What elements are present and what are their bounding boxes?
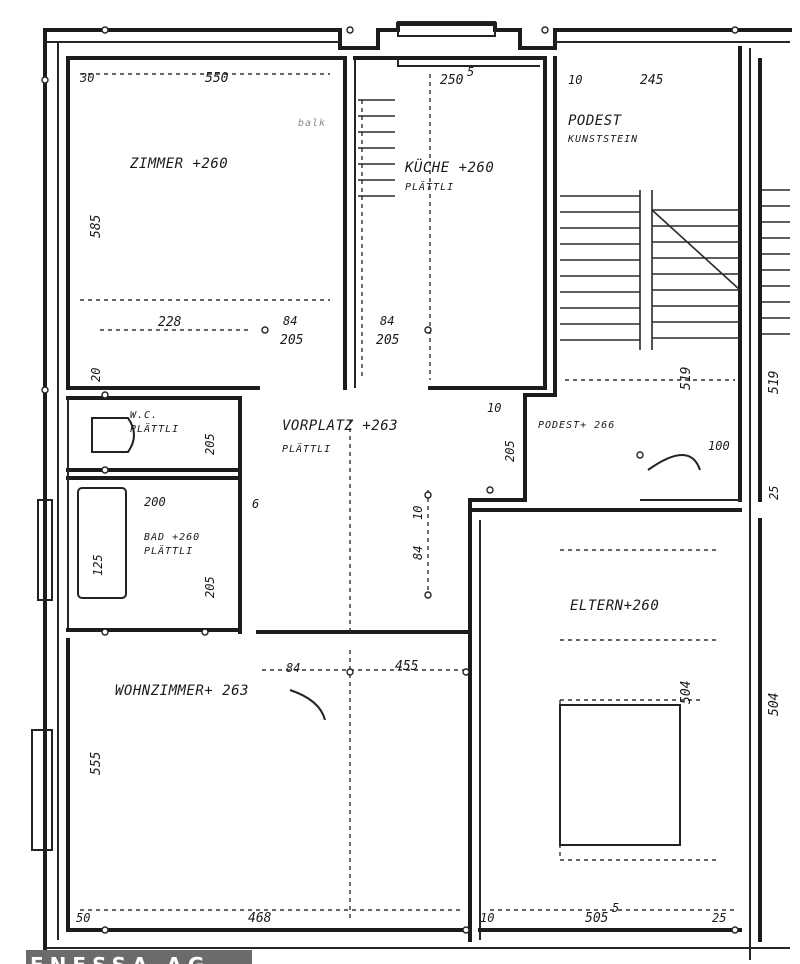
room-eltern: ELTERN+260 xyxy=(570,598,659,614)
room-wc: W.C. xyxy=(130,410,158,421)
dim-519-a: 519 xyxy=(679,367,694,390)
room-vorplatz: VORPLATZ +263 xyxy=(282,418,398,434)
annotation-balk: balk xyxy=(298,118,326,129)
dim-84-b: 84 xyxy=(380,314,394,328)
window-left-2 xyxy=(31,729,53,851)
room-labels: ZIMMER +260 KÜCHE +260 PLÄTTLI PODEST KU… xyxy=(115,113,659,699)
dim-455: 455 xyxy=(395,659,419,674)
room-zimmer: ZIMMER +260 xyxy=(129,156,228,172)
floor-podest-top: KUNSTSTEIN xyxy=(567,134,638,145)
bed xyxy=(559,704,681,846)
room-bad: BAD +260 xyxy=(144,532,200,543)
dim-205-b: 205 xyxy=(376,333,400,348)
window-left-1 xyxy=(37,499,53,601)
fixtures xyxy=(31,21,701,851)
dim-245: 245 xyxy=(640,73,664,88)
floor-vorplatz: PLÄTTLI xyxy=(282,442,331,455)
dimension-labels: 30 550 250 5 10 245 585 228 84 205 84 20… xyxy=(76,65,782,926)
dim-205-d: 205 xyxy=(203,433,217,455)
room-wohnzimmer: WOHNZIMMER+ 263 xyxy=(115,683,249,699)
dim-200: 200 xyxy=(144,495,166,509)
dashed-lines xyxy=(80,73,735,920)
dim-555: 555 xyxy=(89,751,104,775)
dim-228: 228 xyxy=(158,315,182,330)
walls xyxy=(43,22,792,960)
stamp-text: ENESSA AG xyxy=(30,953,210,964)
window-top xyxy=(397,21,496,37)
dim-505: 505 xyxy=(585,911,609,926)
dim-585: 585 xyxy=(89,214,104,238)
dim-20: 20 xyxy=(89,368,103,382)
dim-25: 25 xyxy=(712,911,726,925)
dim-84-d: 84 xyxy=(286,661,300,675)
dim-10-top: 10 xyxy=(568,73,582,87)
dim-84-c: 84 xyxy=(411,546,425,560)
staircase xyxy=(358,99,790,350)
dim-84-a: 84 xyxy=(283,314,297,328)
dim-205-a: 205 xyxy=(280,333,304,348)
room-podest-top: PODEST xyxy=(568,113,623,129)
door-swing-podest xyxy=(647,454,701,471)
dim-519-b: 519 xyxy=(767,371,782,394)
floor-kueche: PLÄTTLI xyxy=(405,180,454,193)
dim-250-sup: 5 xyxy=(467,65,474,79)
dim-25-right: 25 xyxy=(767,486,781,500)
dim-550: 550 xyxy=(205,71,229,86)
dim-205-c: 205 xyxy=(503,440,517,462)
dim-504-a: 504 xyxy=(679,681,694,704)
floor-bad: PLÄTTLI xyxy=(144,544,193,557)
dim-468: 468 xyxy=(248,911,272,926)
dim-10-mid: 10 xyxy=(487,401,501,415)
dim-30-top: 30 xyxy=(79,71,94,85)
dim-504-b: 504 xyxy=(767,693,782,716)
dim-50: 50 xyxy=(76,911,90,925)
door-swing-wohn xyxy=(289,689,326,721)
dim-250: 250 xyxy=(440,73,464,88)
dim-100: 100 xyxy=(708,439,730,453)
floor-wc: PLÄTTLI xyxy=(130,422,179,435)
room-podest-mid: PODEST+ 266 xyxy=(538,420,615,431)
dim-505-sup: 5 xyxy=(612,901,619,915)
toilet xyxy=(91,417,135,453)
room-kueche: KÜCHE +260 xyxy=(404,158,494,176)
dim-10-bot: 10 xyxy=(480,911,494,925)
dimension-dots xyxy=(41,26,739,934)
bathtub xyxy=(77,487,127,599)
company-stamp: ENESSA AG xyxy=(26,950,252,964)
dim-6: 6 xyxy=(252,497,259,511)
dim-205-e: 205 xyxy=(203,576,217,598)
dim-125: 125 xyxy=(91,554,105,576)
dim-10-vert: 10 xyxy=(411,506,425,520)
